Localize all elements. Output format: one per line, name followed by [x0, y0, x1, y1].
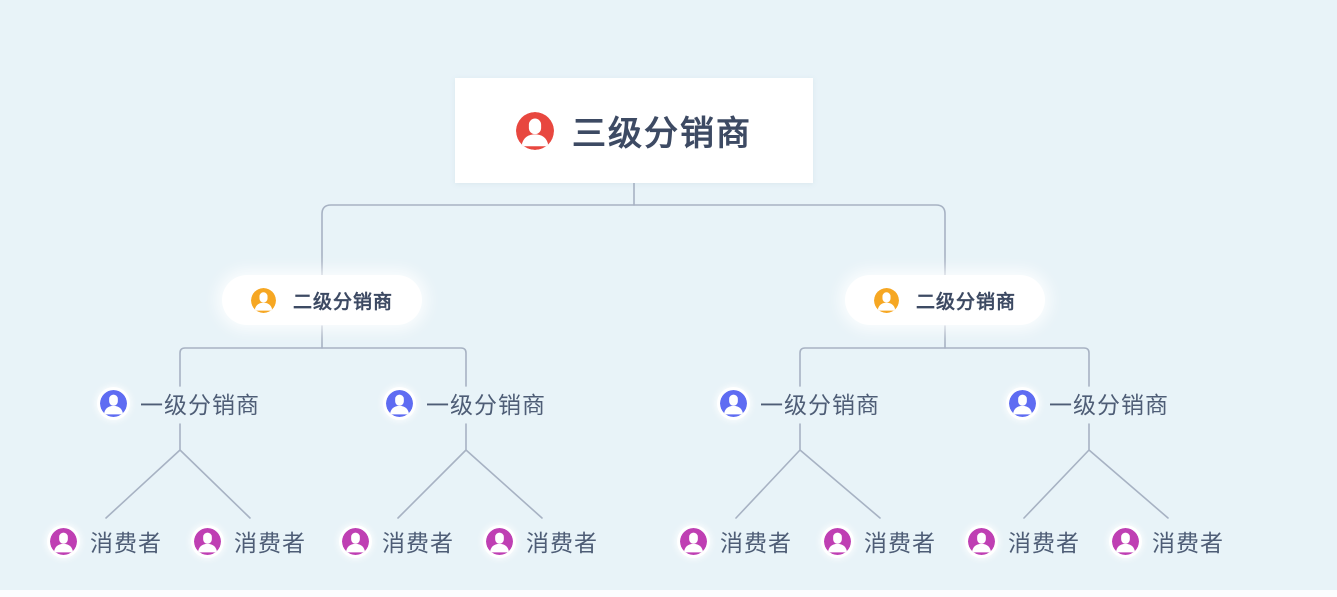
node-root-label: 三级分销商 [572, 115, 752, 153]
user-icon [251, 288, 276, 313]
user-icon [194, 528, 221, 555]
user-icon [342, 528, 369, 555]
level1-right-bracket [799, 347, 1090, 387]
node-level1-label: 一级分销商 [140, 392, 260, 418]
user-icon [50, 528, 77, 555]
user-icon [516, 112, 554, 150]
user-icon [720, 390, 747, 417]
user-icon [874, 288, 899, 313]
consumer-fork-3 [735, 423, 881, 519]
node-consumer-4: 消费者 [486, 524, 598, 558]
node-level2-distributor-2: 二级分销商 [845, 275, 1045, 325]
user-icon [1009, 390, 1036, 417]
node-consumer-label: 消费者 [1152, 530, 1224, 556]
node-consumer-7: 消费者 [968, 524, 1080, 558]
consumer-fork-2 [397, 423, 543, 519]
node-level1-label: 一级分销商 [760, 392, 880, 418]
node-level2-distributor-1: 二级分销商 [222, 275, 422, 325]
node-level1-distributor-3: 一级分销商 [720, 386, 880, 420]
node-consumer-6: 消费者 [824, 524, 936, 558]
node-consumer-8: 消费者 [1112, 524, 1224, 558]
user-icon [486, 528, 513, 555]
node-level1-distributor-1: 一级分销商 [100, 386, 260, 420]
node-level1-label: 一级分销商 [1049, 392, 1169, 418]
level1-left-bracket [179, 347, 467, 387]
user-icon [386, 390, 413, 417]
node-consumer-label: 消费者 [864, 530, 936, 556]
node-consumer-label: 消费者 [526, 530, 598, 556]
level2-bracket [321, 204, 946, 279]
node-consumer-label: 消费者 [90, 530, 162, 556]
node-consumer-5: 消费者 [680, 524, 792, 558]
consumer-fork-1 [105, 423, 251, 519]
node-consumer-1: 消费者 [50, 524, 162, 558]
node-consumer-3: 消费者 [342, 524, 454, 558]
node-consumer-label: 消费者 [234, 530, 306, 556]
user-icon [824, 528, 851, 555]
user-icon [1112, 528, 1139, 555]
node-level2-label: 二级分销商 [292, 291, 393, 313]
node-level1-distributor-2: 一级分销商 [386, 386, 546, 420]
user-icon [968, 528, 995, 555]
node-level1-distributor-4: 一级分销商 [1009, 386, 1169, 420]
node-root-distributor: 三级分销商 [455, 78, 813, 183]
user-icon [680, 528, 707, 555]
user-icon [100, 390, 127, 417]
node-level1-label: 一级分销商 [426, 392, 546, 418]
node-consumer-label: 消费者 [382, 530, 454, 556]
node-consumer-2: 消费者 [194, 524, 306, 558]
consumer-fork-4 [1023, 423, 1169, 519]
node-level2-label: 二级分销商 [915, 291, 1016, 313]
node-consumer-label: 消费者 [720, 530, 792, 556]
node-consumer-label: 消费者 [1008, 530, 1080, 556]
bottom-edge-strip [0, 590, 1337, 597]
